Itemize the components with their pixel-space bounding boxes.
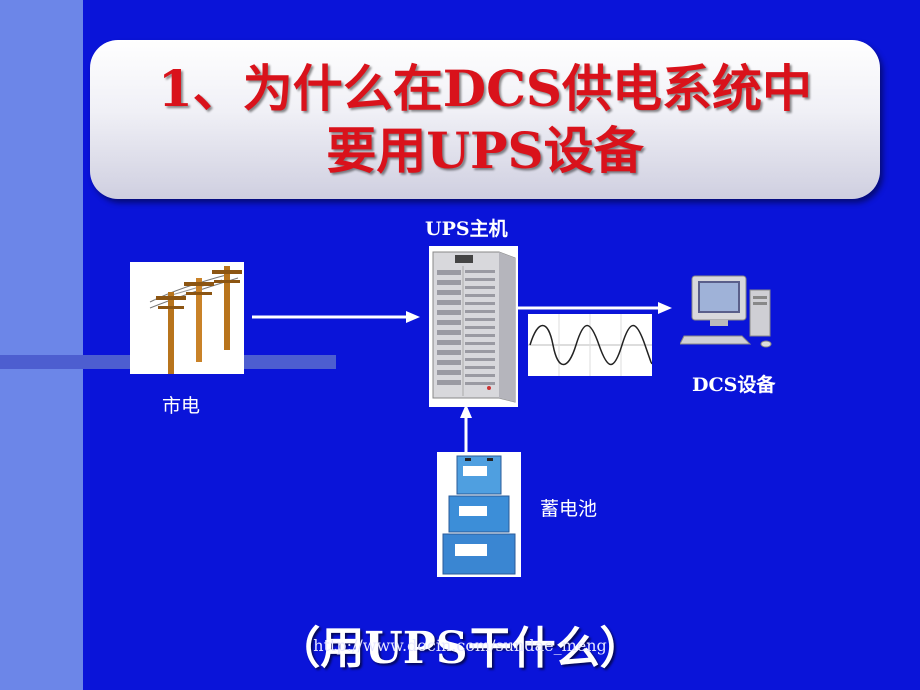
battery-label: 蓄电池 (540, 498, 598, 520)
mains-label: 市电 (162, 395, 201, 417)
arrow-mains-to-ups (252, 311, 420, 323)
ups-label: UPS主机 (425, 218, 508, 240)
arrow-ups-to-dcs (518, 302, 672, 314)
caption-text: （用UPS干什么） (276, 623, 644, 674)
dcs-label: DCS设备 (692, 374, 776, 396)
left-side-band (0, 0, 83, 690)
ups-cabinet-icon (429, 246, 518, 407)
title-line-2: 要用UPS设备 (326, 120, 644, 180)
power-pole-icon (130, 262, 244, 374)
battery-stack-icon (437, 452, 521, 577)
computer-icon (679, 272, 776, 354)
title-box: 1、为什么在DCS供电系统中 要用UPS设备 (90, 40, 880, 199)
title-line-1: 1、为什么在DCS供电系统中 (157, 58, 813, 118)
arrow-battery-to-ups (460, 404, 472, 456)
sine-wave-icon (528, 314, 653, 376)
watermark-url: http://www.docin.com/sundae_meng (313, 636, 607, 655)
